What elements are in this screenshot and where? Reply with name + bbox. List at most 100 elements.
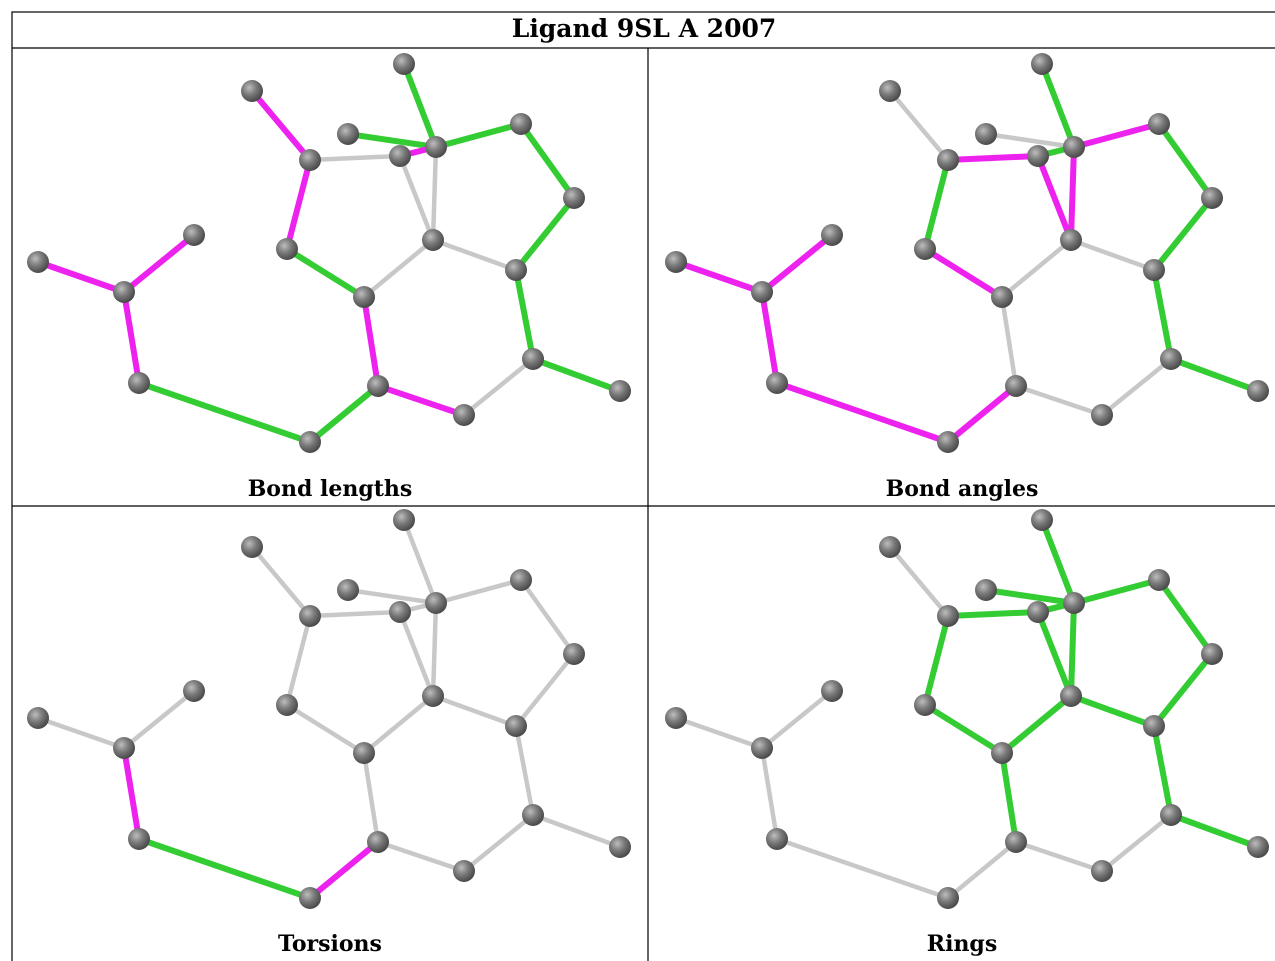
bond-16 [1068, 144, 1077, 243]
bond-3 [136, 380, 313, 445]
bond-7 [922, 246, 1005, 300]
atom-20 [510, 569, 532, 591]
atom-18 [505, 259, 527, 281]
atom-4 [299, 887, 321, 909]
bond-12 [401, 517, 439, 606]
molecule-view-3 [665, 509, 1269, 909]
atom-19 [563, 643, 585, 665]
molecule-view-1 [665, 53, 1269, 453]
bond-9 [307, 153, 403, 163]
bond-16 [1068, 600, 1077, 699]
panel-caption-rings: Rings [926, 931, 998, 957]
atom-20 [1148, 569, 1170, 591]
atom-8 [609, 380, 631, 402]
atom-12 [879, 80, 901, 102]
atom-17 [1060, 229, 1082, 251]
bond-12 [401, 61, 439, 150]
bond-21 [1151, 267, 1174, 362]
bond-19 [1151, 651, 1215, 729]
bond-0 [35, 715, 127, 751]
bond-22 [461, 356, 536, 418]
bond-1 [121, 688, 197, 751]
atom-11 [937, 605, 959, 627]
atom-1 [751, 737, 773, 759]
bond-18 [430, 237, 519, 273]
bond-6 [361, 750, 381, 845]
bond-22 [1099, 356, 1174, 418]
bond-3 [136, 836, 313, 901]
bond-8 [284, 613, 313, 708]
bond-1 [759, 688, 835, 751]
atom-10 [914, 238, 936, 260]
bond-4 [307, 383, 381, 445]
bond-8 [922, 157, 951, 252]
atom-4 [299, 431, 321, 453]
atom-6 [453, 404, 475, 426]
bond-7 [284, 246, 367, 300]
atom-18 [505, 715, 527, 737]
atom-9 [991, 286, 1013, 308]
bond-12 [1039, 517, 1077, 606]
bond-2 [759, 745, 780, 842]
bond-17 [999, 693, 1074, 756]
atom-13 [389, 601, 411, 623]
bond-15 [1035, 609, 1074, 699]
atom-11 [299, 149, 321, 171]
bond-6 [999, 750, 1019, 845]
atom-0 [27, 707, 49, 729]
bond-6 [361, 294, 381, 389]
atom-18 [1143, 259, 1165, 281]
atom-15 [1063, 592, 1085, 614]
table-borders [11, 11, 1275, 961]
atom-2 [821, 680, 843, 702]
atom-17 [422, 685, 444, 707]
atom-3 [766, 828, 788, 850]
molecule-view-2 [27, 509, 631, 909]
atom-13 [1027, 601, 1049, 623]
bond-0 [35, 259, 127, 295]
bond-18 [1068, 693, 1157, 729]
bond-20 [518, 121, 577, 201]
bond-23 [530, 812, 623, 850]
bond-18 [430, 693, 519, 729]
atom-14 [975, 579, 997, 601]
bond-21 [1151, 723, 1174, 818]
atom-7 [1160, 348, 1182, 370]
bond-5 [375, 839, 467, 874]
bond-10 [249, 88, 313, 163]
atom-14 [337, 579, 359, 601]
atom-9 [353, 742, 375, 764]
molecule-panels [27, 53, 1269, 909]
atom-13 [1027, 145, 1049, 167]
bond-5 [375, 383, 467, 418]
bond-11 [345, 131, 439, 150]
atom-14 [337, 123, 359, 145]
atom-7 [522, 348, 544, 370]
bond-4 [945, 839, 1019, 901]
bond-9 [945, 609, 1041, 619]
bond-15 [1035, 153, 1074, 243]
panel-caption-bond-angles: Bond angles [885, 476, 1039, 502]
atom-17 [1060, 685, 1082, 707]
bond-11 [345, 587, 439, 606]
atom-5 [1005, 375, 1027, 397]
atom-5 [367, 375, 389, 397]
bond-10 [887, 88, 951, 163]
atom-1 [113, 281, 135, 303]
bond-22 [461, 812, 536, 874]
atom-2 [183, 680, 205, 702]
atom-16 [393, 53, 415, 75]
atom-19 [563, 187, 585, 209]
bond-1 [759, 232, 835, 295]
atom-5 [367, 831, 389, 853]
atom-19 [1201, 187, 1223, 209]
atom-18 [1143, 715, 1165, 737]
bond-23 [530, 356, 623, 394]
atom-11 [937, 149, 959, 171]
bond-19 [513, 651, 577, 729]
bond-15 [397, 153, 436, 243]
atom-20 [510, 113, 532, 135]
bond-16 [430, 600, 439, 699]
figure-title: Ligand 9SL A 2007 [511, 14, 777, 43]
panel-caption-bond-lengths: Bond lengths [247, 476, 413, 502]
